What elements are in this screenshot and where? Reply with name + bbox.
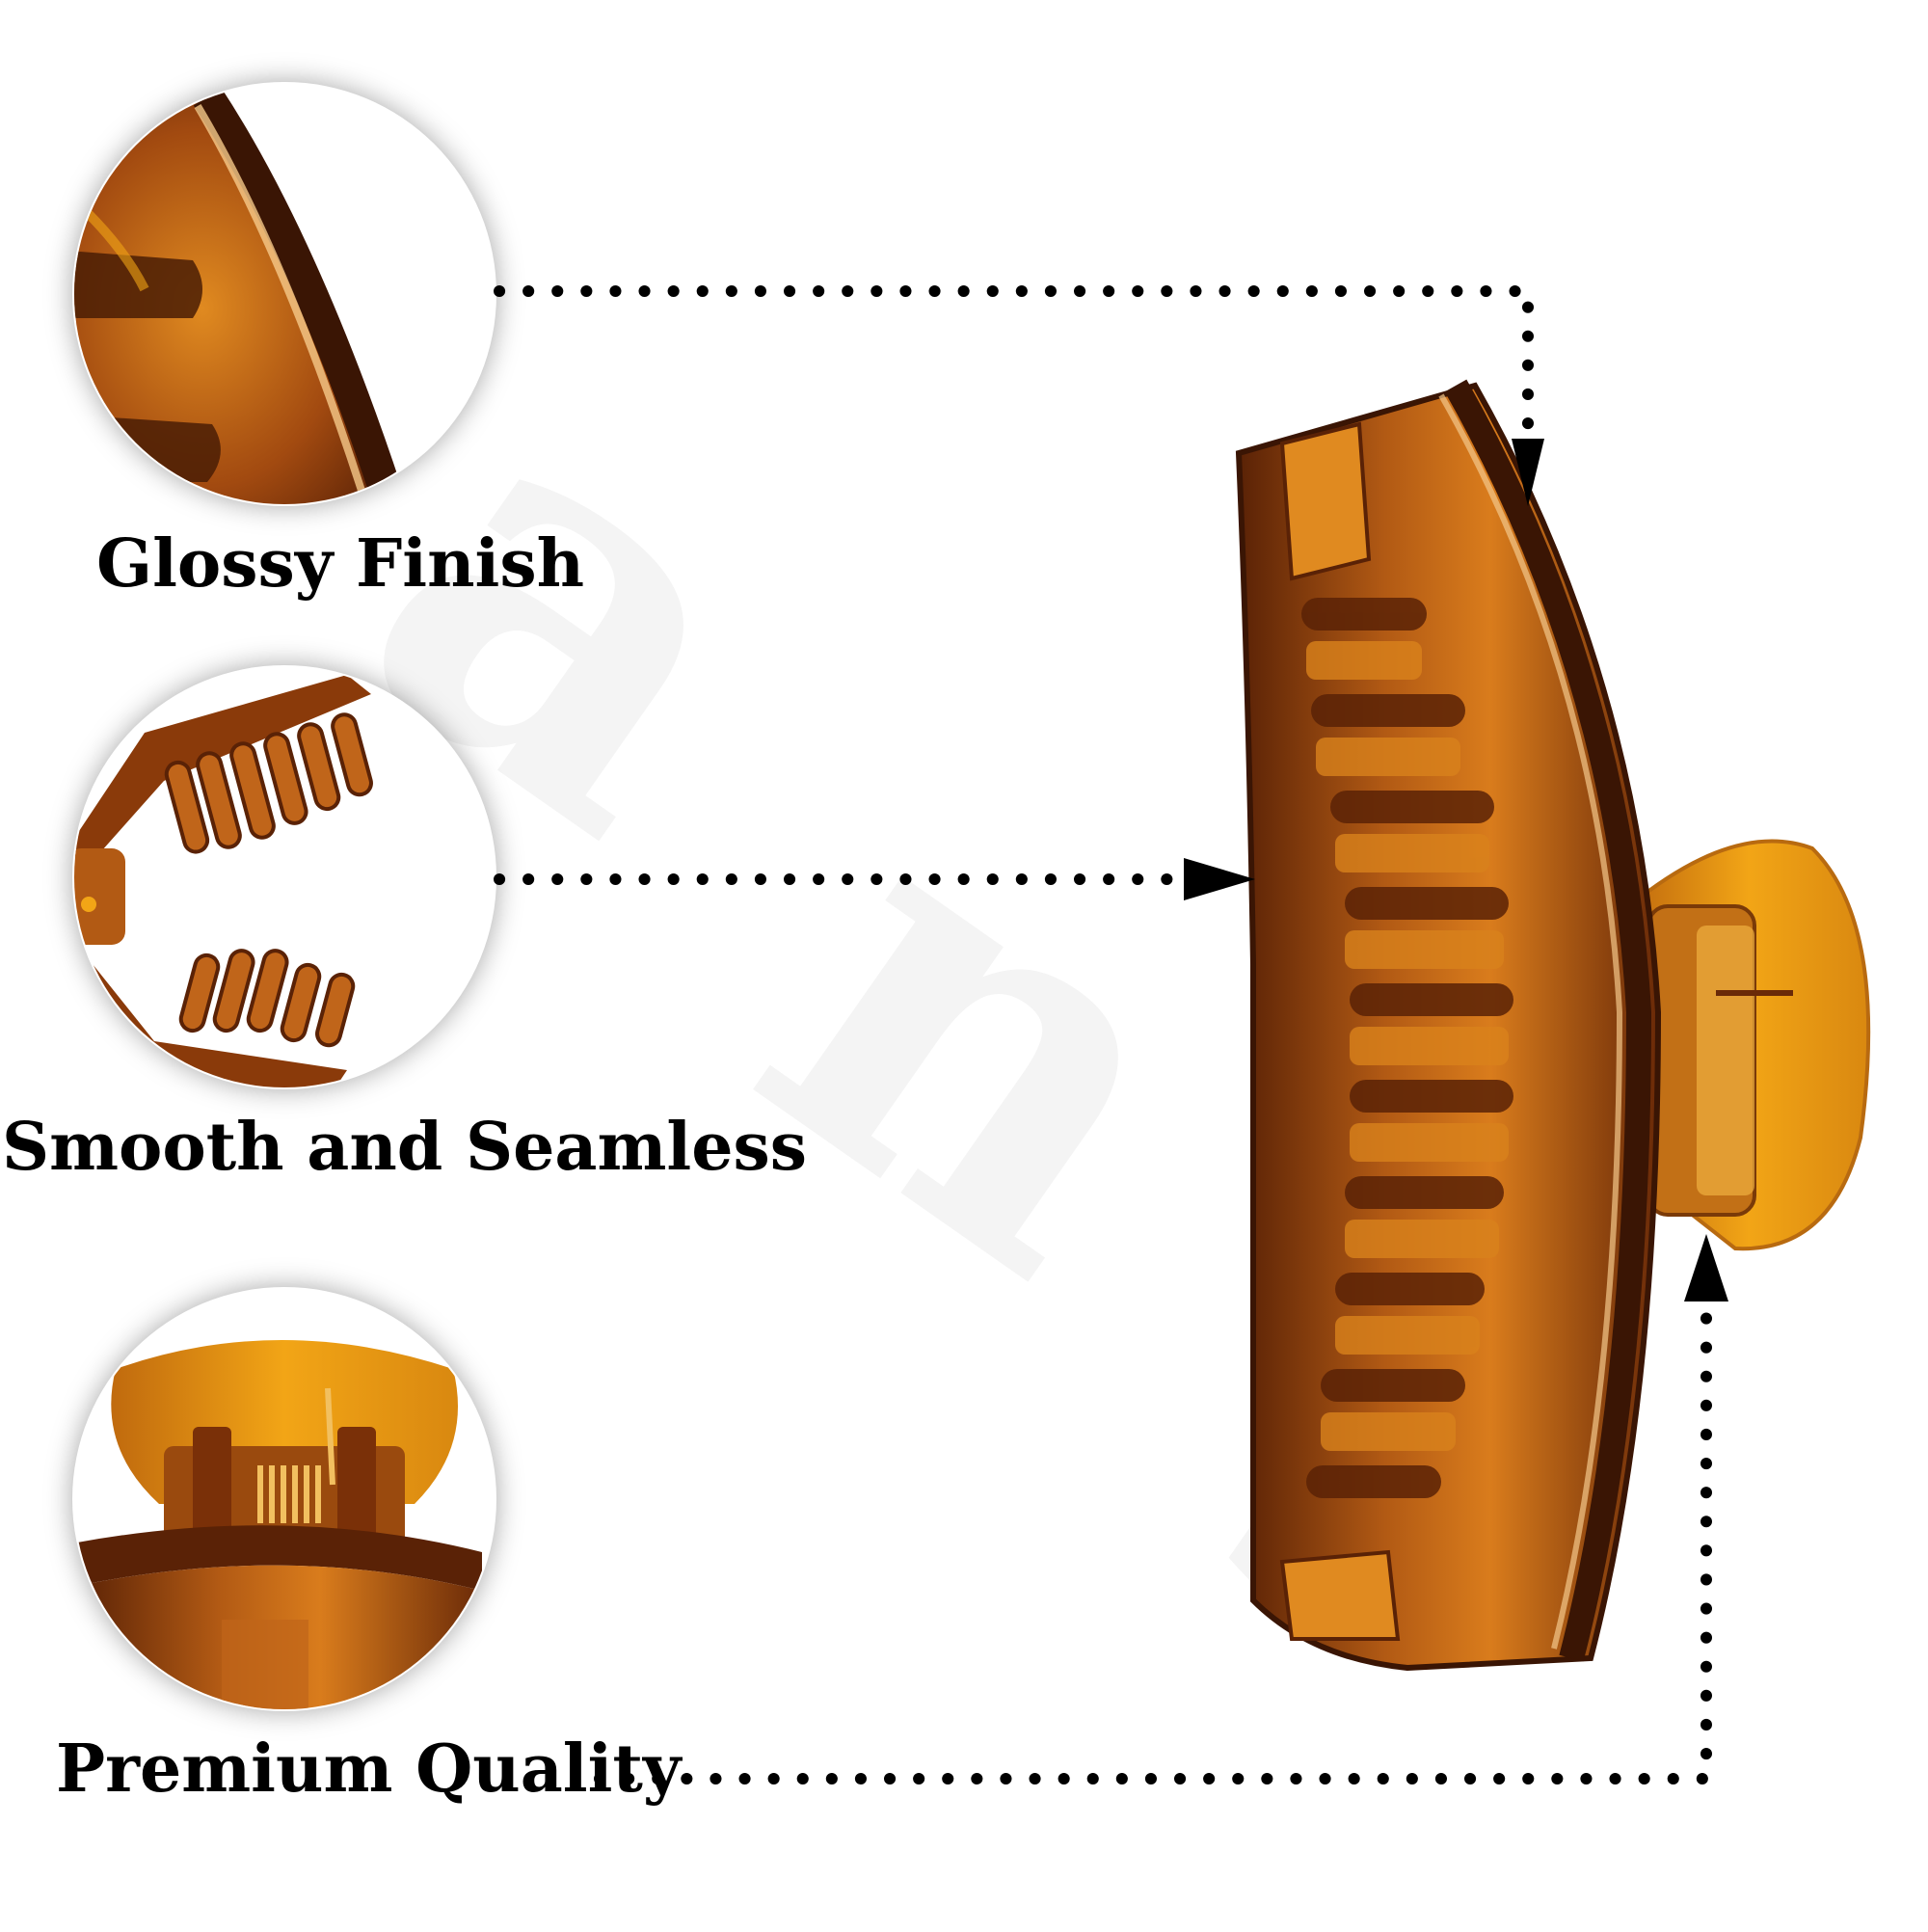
feature-label-smooth-seamless: Smooth and Seamless — [2, 1109, 808, 1186]
premium-quality-closeup — [72, 1287, 496, 1711]
arrow-premium-icon — [1684, 1234, 1728, 1301]
feature-label-glossy-finish: Glossy Finish — [96, 525, 585, 603]
smooth-seamless-closeup — [72, 665, 496, 1089]
claw-teeth — [1301, 598, 1513, 1498]
connector-premium — [594, 1310, 1712, 1784]
svg-text:n: n — [671, 694, 1307, 1385]
arrow-smooth-icon — [1184, 858, 1255, 900]
connector-glossy — [494, 285, 1534, 440]
claw-clip-product — [1235, 379, 1871, 1672]
feature-label-premium-quality: Premium Quality — [56, 1731, 682, 1808]
arrow-glossy-icon — [1512, 439, 1544, 506]
glossy-finish-closeup — [72, 82, 496, 506]
